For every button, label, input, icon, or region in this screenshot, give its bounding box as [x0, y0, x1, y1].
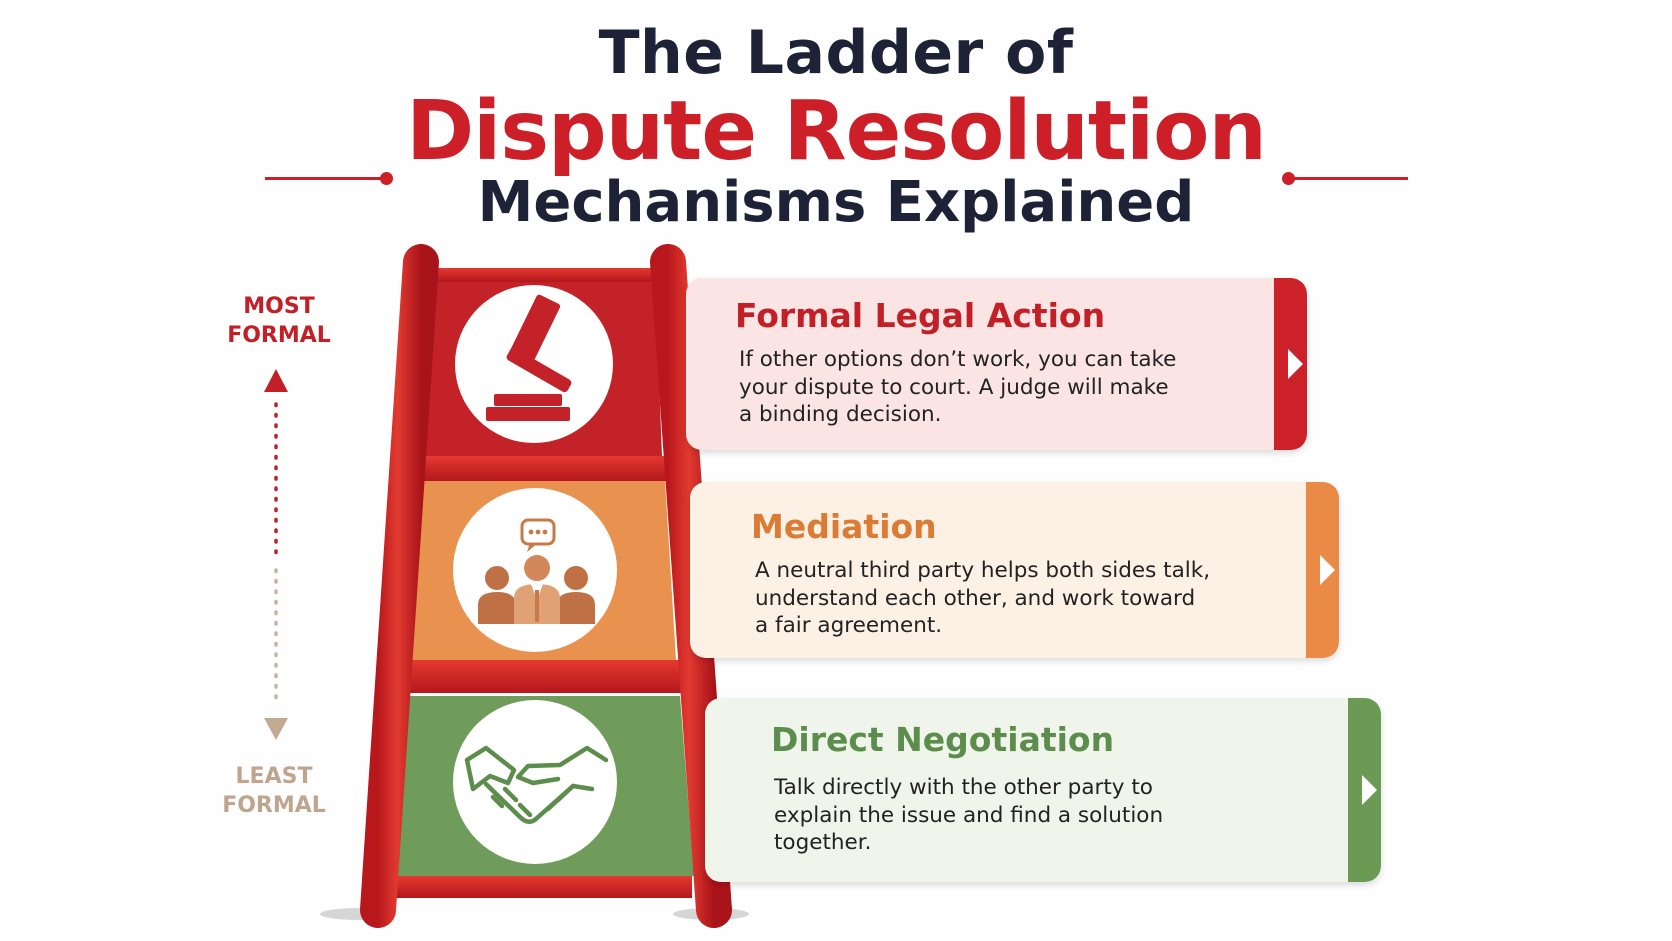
gavel-icon — [486, 294, 572, 421]
description-line: your dispute to court. A judge will make — [739, 374, 1169, 400]
handshake-icon — [464, 745, 609, 824]
description-line: understand each other, and work toward — [755, 585, 1196, 611]
title-left-rule — [265, 177, 385, 180]
ladder-rung-bottom — [378, 876, 692, 898]
card-tab-formal — [1274, 278, 1307, 450]
chevron-right-icon — [1362, 775, 1377, 805]
card-tab-mediation — [1306, 482, 1339, 658]
title-left-dot — [380, 172, 393, 185]
description-line: a fair agreement. — [755, 613, 943, 638]
title-line-1: The Ladder of — [598, 18, 1074, 88]
description-line: A neutral third party helps both sides t… — [755, 558, 1211, 583]
description-line: a binding decision. — [739, 402, 942, 427]
step-card-direct-negotiation: Direct Negotiation Talk directly with th… — [705, 698, 1381, 882]
ladder-left-rail — [360, 244, 439, 928]
title-main: Dispute Resolution — [406, 84, 1267, 179]
ladder-rung-2 — [395, 660, 681, 693]
step-title: Formal Legal Action — [735, 296, 1106, 335]
step-title: Direct Negotiation — [771, 720, 1115, 759]
step-card-mediation: Mediation A neutral third party helps bo… — [690, 482, 1339, 658]
step-description: Talk directly with the other party to ex… — [774, 774, 1163, 857]
least-formal-label: LEAST FORMAL — [222, 764, 326, 818]
step-description: If other options don’t work, you can tak… — [739, 346, 1176, 429]
people-talking-icon — [478, 518, 595, 624]
scale-arrow-up-head — [264, 369, 288, 392]
scale-arrow-down-head — [264, 718, 288, 740]
description-line: together. — [774, 830, 872, 855]
description-line: explain the issue and find a solution — [774, 802, 1164, 828]
title-right-rule — [1290, 177, 1408, 180]
step-description: A neutral third party helps both sides t… — [755, 557, 1210, 640]
description-line: Talk directly with the other party to — [774, 775, 1153, 800]
chevron-right-icon — [1288, 349, 1303, 379]
ladder-rung-top — [420, 268, 660, 282]
title-right-dot — [1282, 172, 1295, 185]
step-title: Mediation — [751, 507, 937, 546]
description-line: If other options don’t work, you can tak… — [739, 347, 1177, 372]
step-card-formal-legal-action: Formal Legal Action If other options don… — [686, 278, 1307, 450]
chevron-right-icon — [1320, 555, 1335, 585]
title-line-3: Mechanisms Explained — [477, 170, 1195, 235]
card-tab-negotiation — [1348, 698, 1381, 882]
most-formal-label: MOST FORMAL — [227, 294, 331, 348]
ladder-rung-1 — [410, 456, 672, 481]
